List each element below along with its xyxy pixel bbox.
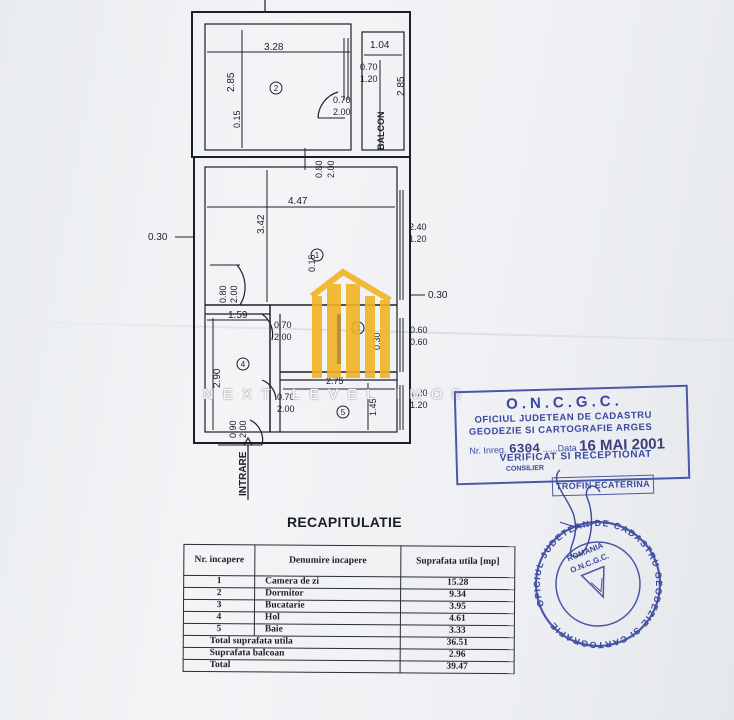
dim-hol-height: 2.90 — [212, 368, 223, 388]
dim-room2-offset: 0.15 — [232, 110, 242, 128]
watermark-logo — [310, 268, 392, 378]
dim-door5-bottom: 2.00 — [277, 404, 295, 414]
dim-window-bottom: 1.20 — [409, 234, 427, 244]
total-label: Total suprafata utila — [183, 635, 401, 649]
row-area: 15.28 — [400, 576, 515, 590]
dim-030-mid: 0.30 — [372, 332, 382, 350]
dim-entry-door-bottom: 2.00 — [238, 420, 248, 438]
dim-balcony-width: 1.04 — [370, 40, 390, 51]
row-area: 9.34 — [400, 588, 515, 602]
dim-door-b-top: 0.80 — [314, 160, 324, 178]
dim-bath-height: 1.45 — [368, 398, 378, 416]
recap-title: RECAPITULATIE — [287, 514, 402, 530]
row-name: Bucatarie — [254, 599, 401, 613]
row-name: Dormitor — [254, 587, 401, 601]
dim-right-wall: 0.30 — [428, 290, 448, 301]
dim-balcony-window-top: 0.70 — [360, 62, 378, 72]
header-name: Denumire incapere — [254, 544, 401, 577]
dim-room2-height: 2.85 — [226, 72, 237, 92]
dim-door5-top: 0.70 — [277, 392, 295, 402]
balcony-label: BALCON — [376, 112, 386, 151]
row-area: 3.95 — [400, 600, 515, 614]
row-nr: 3 — [183, 599, 255, 612]
total-label: Suprafata balcoan — [183, 647, 401, 661]
dim-left-wall: 0.30 — [148, 232, 168, 243]
dim-door-h-top: 0.80 — [218, 285, 228, 303]
dim-door2-top: 0.70 — [333, 95, 351, 105]
dim-living-width: 4.47 — [288, 196, 308, 207]
consilier-name-box: TROFIN ECATERINA — [551, 474, 655, 497]
recap-table: Nr. incapere Denumire incapere Suprafata… — [183, 544, 516, 674]
dim-win2-bottom: 0.60 — [410, 337, 428, 347]
row-name: Baie — [254, 623, 401, 637]
total-value: 36.51 — [400, 636, 515, 650]
stamp-heading: O.N.C.G.C. — [505, 392, 623, 413]
room-number-5: 5 — [341, 408, 346, 417]
balcony-outline — [361, 31, 405, 151]
dim-hol-width: 1.59 — [228, 310, 248, 321]
row-nr: 1 — [183, 575, 255, 588]
dim-win3-bottom: 1.20 — [410, 400, 428, 410]
dim-balcony-window-bottom: 1.20 — [360, 74, 378, 84]
header-area: Suprafata utila [mp] — [400, 545, 515, 578]
total-label: Total — [183, 659, 401, 673]
dim-win2-top: 0.60 — [410, 325, 428, 335]
dim-door2-bottom: 2.00 — [333, 107, 351, 117]
watermark-text: NEXT LEVEL IMOB — [203, 386, 471, 403]
dim-bath-width: 2.75 — [326, 376, 344, 386]
dim-door3-bottom: 2.00 — [274, 332, 292, 342]
dim-entry-door-top: 0.90 — [228, 420, 238, 438]
row-nr: 5 — [183, 623, 255, 636]
wall-main-block — [193, 156, 411, 444]
dim-window-top: 2.40 — [409, 222, 427, 232]
dim-door3-top: 0.70 — [274, 320, 292, 330]
room-number-1: 1 — [315, 251, 320, 260]
row-name: Camera de zi — [254, 575, 401, 589]
stamp-consilier-label: CONSILIER — [505, 464, 545, 473]
total-value: 39.47 — [400, 660, 515, 674]
row-area: 3.33 — [400, 624, 515, 638]
row-area: 4.61 — [400, 612, 515, 626]
dim-top-width: 3.28 — [264, 42, 284, 53]
dim-balcony-height: 2.85 — [396, 76, 407, 96]
row-nr: 2 — [183, 587, 255, 600]
entrance-label: INTRARE — [238, 451, 249, 496]
room-number-2: 2 — [274, 84, 279, 93]
recap-header-row: Nr. incapere Denumire incapere Suprafata… — [183, 544, 515, 578]
dim-win3-top: 1.20 — [410, 388, 428, 398]
total-row: Total 39.47 — [183, 659, 515, 674]
row-nr: 4 — [183, 611, 255, 624]
dim-living-height: 3.42 — [256, 214, 267, 234]
dim-door-h-bottom: 2.00 — [229, 285, 239, 303]
row-name: Hol — [254, 611, 401, 625]
dim-door-b-bottom: 2.00 — [326, 160, 336, 178]
header-nr: Nr. incapere — [183, 544, 255, 576]
total-value: 2.96 — [400, 648, 515, 662]
room-number-4: 4 — [241, 360, 246, 369]
cadastre-stamp: O.N.C.G.C. OFICIUL JUDETEAN DE CADASTRU … — [453, 384, 691, 486]
dim-wall-015: 0.15 — [307, 254, 317, 272]
